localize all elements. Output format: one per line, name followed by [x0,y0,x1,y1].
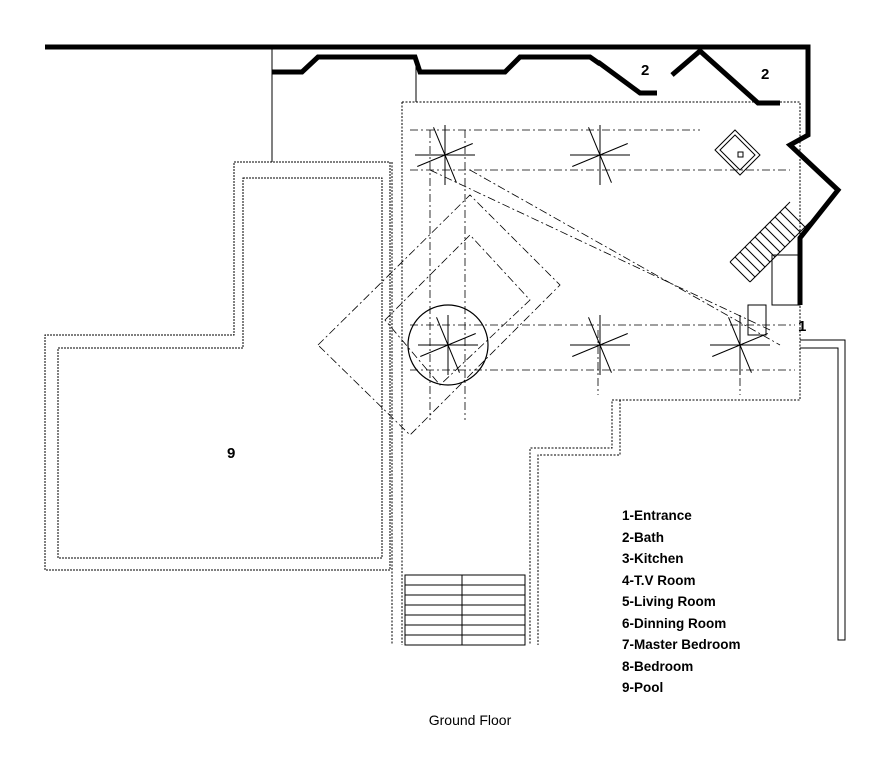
stair-tread [749,241,771,263]
room-label-pool: 9 [227,445,236,462]
stair-tread [759,231,781,253]
roof-ridge [588,317,601,346]
roof-ridge [572,344,601,357]
stair-tread [729,261,751,283]
room-label-bath-left: 2 [641,62,650,79]
roof-ridge [599,143,628,156]
stair-tread [744,246,766,268]
legend-item: 8-Bedroom [622,658,694,674]
roof-ridge [599,344,612,373]
legend-item: 1-Entrance [622,508,692,523]
legend-item: 9-Pool [622,680,664,695]
plan-caption: Ground Floor [428,712,512,728]
legend-item: 4-T.V Room [622,572,696,588]
roof-ridge [433,127,446,156]
kitchen-counter [714,129,761,176]
exterior-walls [45,44,842,305]
roof-ridge [712,344,741,357]
roof-ridge [599,154,612,183]
thin-walls [271,47,417,162]
roof-ridge [728,317,741,346]
front-steps [404,574,526,646]
roof-ridge [420,344,449,357]
roof-ridge [588,127,601,156]
roof-ridge [444,143,473,156]
roof-stars [415,125,770,375]
roof-ridge [444,154,457,183]
stair-edge [749,221,811,283]
roof-ridge [572,154,601,167]
roof-ridge [417,154,446,167]
room-label-entrance: 1 [798,318,807,335]
roof-ridge [739,333,768,346]
internal-stair [729,201,811,283]
legend-item: 7-Master Bedroom [622,637,741,652]
roof-guidelines [317,129,795,436]
stair-tread [774,216,796,238]
stair-tread [739,251,761,273]
stair-edge [729,201,791,263]
terrace-lines [800,339,846,641]
legend-item: 5-Living Room [622,594,716,609]
roof-ridge [447,344,460,373]
building-outline [391,101,801,645]
room-label-bath-right: 2 [761,66,770,83]
round-feature [407,304,489,386]
stair-tread [764,226,786,248]
roof-ridge [436,317,449,346]
stair-tread [779,211,801,233]
roof-ridge [739,344,752,373]
legend-item: 6-Dinning Room [622,615,727,631]
stair-tread [784,206,806,228]
entrance-stair [747,254,801,336]
legend-item: 3-Kitchen [622,551,684,566]
stair-tread [734,256,756,278]
pool-outline [44,161,391,571]
legend-item: 2-Bath [622,529,665,545]
legend: 1-Entrance 2-Bath 3-Kitchen 4-T.V Room 5… [622,505,741,699]
roof-ridge [447,333,476,346]
stair-tread [754,236,776,258]
stair-tread [769,221,791,243]
roof-ridge [599,333,628,346]
